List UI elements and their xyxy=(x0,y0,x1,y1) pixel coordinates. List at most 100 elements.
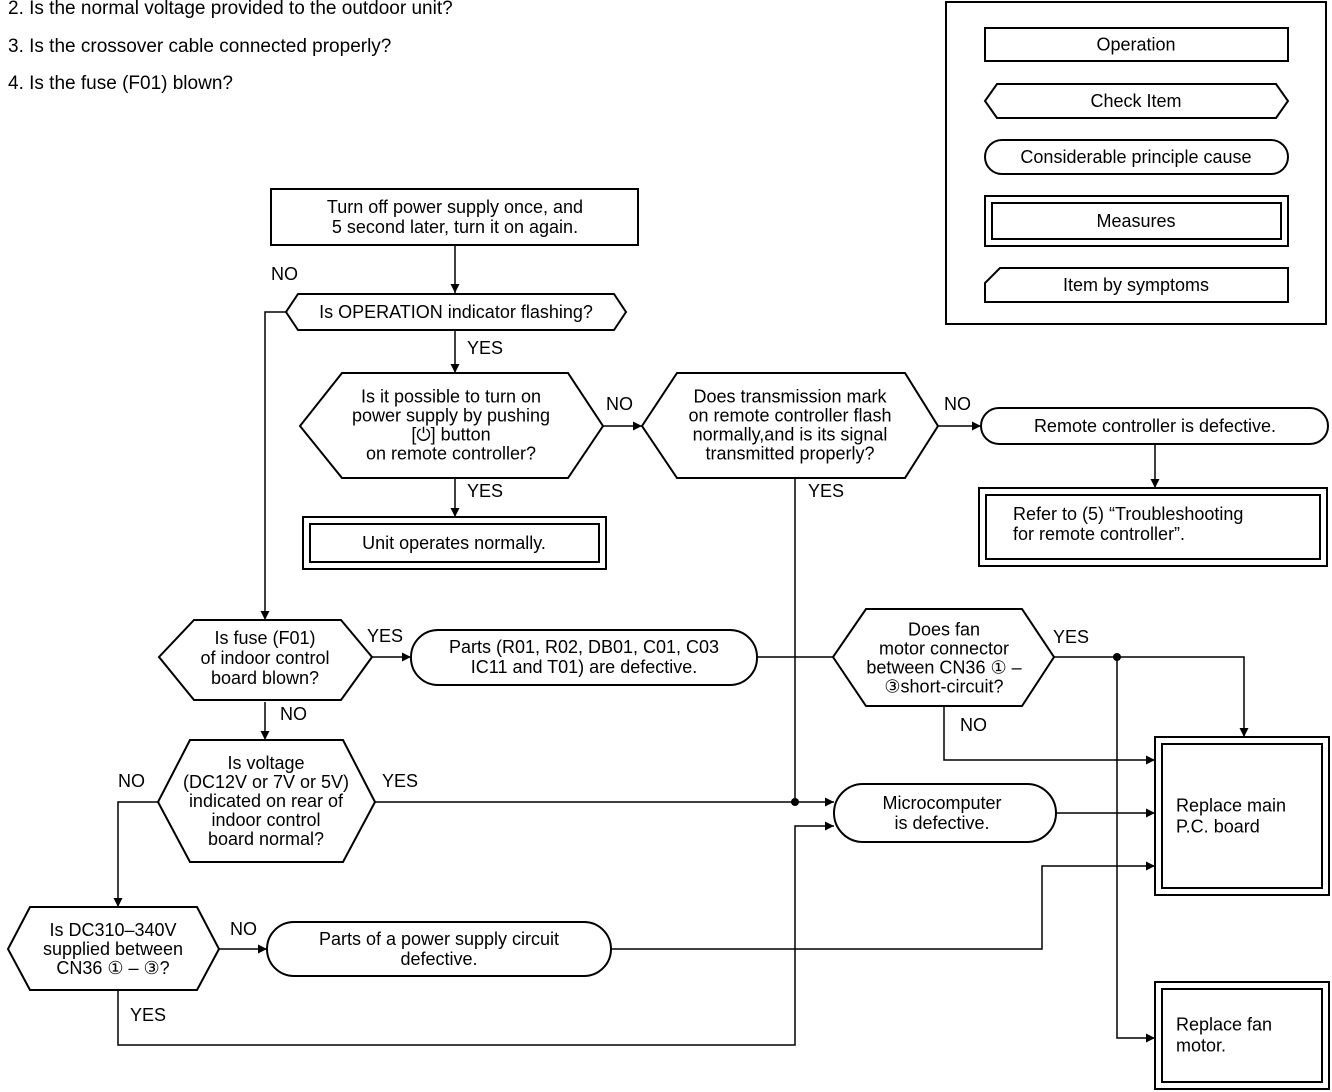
label-no-dc310: NO xyxy=(230,919,257,939)
node-fuse-blown xyxy=(157,619,374,701)
legend-measures-inner xyxy=(991,202,1282,240)
node-power-button-possible xyxy=(298,372,605,479)
node-text-line: of indoor control xyxy=(200,648,329,668)
node-voltage-normal xyxy=(156,739,377,863)
label-no-fuse: NO xyxy=(280,704,307,724)
node-text-line: Is fuse (F01) xyxy=(214,628,315,648)
node-operation-flashing-text: Is OPERATION indicator flashing? xyxy=(319,302,593,322)
node-text-line: Does transmission mark xyxy=(693,387,887,407)
node-parts-defective xyxy=(410,629,758,686)
node-text-line: Is DC310–340V xyxy=(49,920,176,940)
node-text-line: power supply by pushing xyxy=(352,406,550,426)
node-text-line: Refer to (5) “Troubleshooting xyxy=(1013,504,1243,524)
node-text-line: 5 second later, turn it on again. xyxy=(332,217,578,237)
label-yes-fan: YES xyxy=(1053,627,1089,647)
legend: Operation Check Item Considerable princi… xyxy=(945,1,1327,325)
node-text-line: Unit operates normally. xyxy=(362,533,546,553)
node-microcomputer-defective xyxy=(833,783,1057,843)
legend-cause-label: Considerable principle cause xyxy=(1020,147,1251,167)
node-text-line: (DC12V or 7V or 5V) xyxy=(183,772,349,792)
label-no-possible: NO xyxy=(606,394,633,414)
label-no-fan: NO xyxy=(960,715,987,735)
node-remote-defective xyxy=(980,407,1329,445)
label-yes-fuse: YES xyxy=(367,626,403,646)
legend-check-item-shape xyxy=(983,83,1290,119)
node-text-line: Parts (R01, R02, DB01, C01, C03 xyxy=(449,637,719,657)
legend-cause-shape xyxy=(984,139,1289,175)
label-yes-voltage: YES xyxy=(382,771,418,791)
label-no-flash: NO xyxy=(271,264,298,284)
node-text-line: Is it possible to turn on xyxy=(361,387,541,407)
node-text-line: Turn off power supply once, and xyxy=(327,197,583,217)
node-transmission-mark xyxy=(640,372,940,479)
intro-questions: 2. Is the normal voltage provided to the… xyxy=(8,0,453,94)
legend-symptoms-label: Item by symptoms xyxy=(1063,275,1209,295)
legend-check-item-label: Check Item xyxy=(1090,91,1181,111)
node-text-line: board blown? xyxy=(211,668,319,688)
node-operation-flashing xyxy=(284,293,628,331)
node-text-line: Is OPERATION indicator flashing? xyxy=(319,302,593,322)
legend-operation-box xyxy=(984,27,1289,62)
node-text-line: ③short-circuit? xyxy=(884,677,1003,697)
label-yes-transmission: YES xyxy=(808,481,844,501)
intro-question-4: 4. Is the fuse (F01) blown? xyxy=(8,73,233,94)
node-replace-main-pcb xyxy=(1154,736,1330,896)
legend-symptoms-shape xyxy=(984,267,1289,303)
node-text-line: on remote controller? xyxy=(366,444,536,464)
node-unit-normal xyxy=(302,516,607,570)
node-remote-defective-text: Remote controller is defective. xyxy=(1034,416,1276,436)
node-text-line: supplied between xyxy=(43,939,183,959)
node-text-line: on remote controller flash xyxy=(688,406,891,426)
node-text-line: Replace fan xyxy=(1176,1015,1272,1035)
node-text-line: is defective. xyxy=(894,813,989,833)
node-text-line: indoor control xyxy=(211,810,320,830)
node-text-line: Replace main xyxy=(1176,796,1286,816)
node-text-line: Parts of a power supply circuit xyxy=(319,929,559,949)
node-text-line: Microcomputer xyxy=(882,793,1001,813)
node-power-supply-parts xyxy=(266,921,612,977)
node-text-line: Remote controller is defective. xyxy=(1034,416,1276,436)
node-text-line: board normal? xyxy=(208,829,324,849)
node-text-line: defective. xyxy=(400,949,477,969)
node-voltage-normal-text: Is voltage(DC12V or 7V or 5V)indicated o… xyxy=(183,753,349,849)
node-text-line: CN36 ① – ③? xyxy=(56,958,169,978)
node-refer-remote-troubleshooting xyxy=(978,487,1328,567)
node-dc310-supplied xyxy=(6,906,221,991)
label-yes-possible: YES xyxy=(467,481,503,501)
node-text-line: for remote controller”. xyxy=(1013,524,1185,544)
intro-question-2: 2. Is the normal voltage provided to the… xyxy=(8,0,453,19)
node-text-line: Does fan xyxy=(908,620,980,640)
node-text-line: IC11 and T01) are defective. xyxy=(471,657,697,677)
legend-operation-label: Operation xyxy=(1096,35,1175,55)
node-text-line: P.C. board xyxy=(1176,817,1260,837)
label-no-transmission: NO xyxy=(944,394,971,414)
label-yes-dc310: YES xyxy=(130,1005,166,1025)
label-yes-flash: YES xyxy=(467,338,503,358)
node-text-line: motor. xyxy=(1176,1036,1226,1056)
node-unit-normal-text: Unit operates normally. xyxy=(362,533,546,553)
legend-measures-label: Measures xyxy=(1096,211,1175,231)
node-text-line: Is voltage xyxy=(227,753,304,773)
node-text-line: normally,and is its signal xyxy=(693,425,888,445)
connectors xyxy=(113,245,1249,1046)
intro-question-3: 3. Is the crossover cable connected prop… xyxy=(8,36,391,57)
node-fan-connector xyxy=(831,608,1056,707)
node-text-line: transmitted properly? xyxy=(705,444,874,464)
node-text-line: [⏻] button xyxy=(411,425,490,445)
label-no-voltage: NO xyxy=(118,771,145,791)
node-turn-off xyxy=(270,188,639,246)
node-text-line: indicated on rear of xyxy=(189,791,344,811)
node-replace-fan-motor xyxy=(1154,981,1330,1090)
